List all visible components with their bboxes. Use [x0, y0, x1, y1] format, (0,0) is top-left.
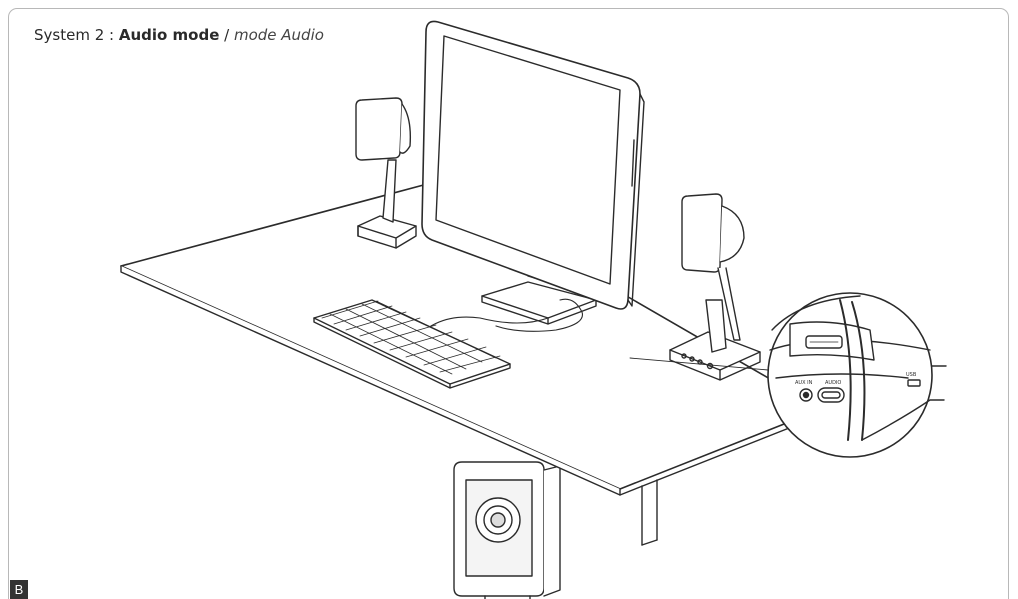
- aux-in-label: AUX IN: [795, 380, 813, 386]
- docking-station: [669, 299, 761, 381]
- computer-monitor: [421, 20, 645, 310]
- right-speaker: [681, 193, 745, 341]
- usb-label: USB: [906, 372, 917, 378]
- keyboard: [313, 299, 511, 389]
- connector-detail-zoom: [629, 292, 947, 458]
- left-speaker: [355, 97, 417, 249]
- inset-labels: AUX IN AUDIO USB: [795, 372, 917, 386]
- figure-label-badge: B: [10, 580, 28, 599]
- caption-separator: /: [219, 26, 234, 44]
- caption-mode-italic: mode Audio: [233, 26, 324, 44]
- figure-caption: System 2 : Audio mode / mode Audio: [34, 26, 324, 44]
- caption-system: System 2 :: [34, 26, 119, 44]
- caption-mode-bold: Audio mode: [118, 26, 220, 44]
- subwoofer: [453, 461, 561, 599]
- audio-label: AUDIO: [825, 380, 841, 386]
